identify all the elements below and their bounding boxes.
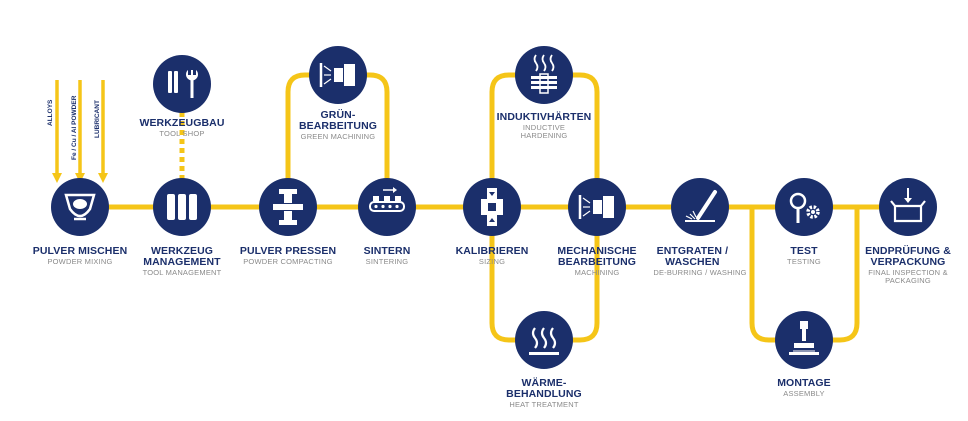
- step-subtitle: POWDER COMPACTING: [243, 257, 333, 267]
- step-title: WERKZEUG MANAGEMENT: [143, 245, 221, 269]
- step-subtitle: SIZING: [478, 257, 506, 267]
- step-waermebehandlung: WÄRME- BEHANDLUNG HEAT TREATMENT: [502, 377, 586, 410]
- step-subtitle: TOOL SHOP: [159, 129, 205, 139]
- step-mechanische-bearbeitung: MECHANISCHE BEARBEITUNG MACHINING: [555, 245, 639, 278]
- step-pulver-pressen: PULVER PRESSEN POWDER COMPACTING: [239, 245, 337, 267]
- magnifier-gear-icon: [775, 178, 833, 236]
- step-title: ENTGRATEN / WASCHEN: [656, 245, 729, 269]
- step-title: KALIBRIEREN: [455, 245, 529, 257]
- step-test: TEST TESTING: [787, 245, 821, 267]
- step-title: MECHANISCHE BEARBEITUNG: [557, 245, 637, 269]
- input-label-lubricant: LUBRICANT: [94, 100, 101, 138]
- step-subtitle: DE-BURRING / WASHING: [653, 268, 747, 278]
- wrench-icon: [153, 55, 211, 113]
- step-title: WERKZEUGBAU: [139, 117, 225, 129]
- input-label-powder: Fe / Cu / Al POWDER: [71, 95, 78, 160]
- step-montage: MONTAGE ASSEMBLY: [777, 377, 831, 399]
- press-icon: [259, 178, 317, 236]
- heat-waves-icon: [515, 311, 573, 369]
- step-title: GRÜN- BEARBEITUNG: [298, 109, 378, 133]
- step-title: WÄRME- BEHANDLUNG: [506, 377, 582, 401]
- step-pulver-mischen: PULVER MISCHEN POWDER MIXING: [32, 245, 128, 267]
- step-induktivhaerten: INDUKTIVHÄRTEN INDUCTIVE HARDENING: [496, 111, 592, 140]
- step-subtitle: FINAL INSPECTION & PACKAGING: [868, 268, 948, 285]
- calibration-icon: [463, 178, 521, 236]
- step-title: SINTERN: [363, 245, 411, 257]
- step-sintern: SINTERN SINTERING: [363, 245, 411, 267]
- lathe-icon: [568, 178, 626, 236]
- input-label-alloys: ALLOYS: [47, 99, 54, 126]
- step-subtitle: POWDER MIXING: [47, 257, 113, 267]
- step-gruen-bearbeitung: GRÜN- BEARBEITUNG GREEN MACHINING: [296, 109, 380, 142]
- step-title: INDUKTIVHÄRTEN: [496, 111, 592, 123]
- assembly-press-icon: [775, 311, 833, 369]
- step-subtitle: SINTERING: [365, 257, 409, 267]
- mixer-icon: [51, 178, 109, 236]
- step-kalibrieren: KALIBRIEREN SIZING: [455, 245, 529, 267]
- step-subtitle: TESTING: [787, 257, 821, 267]
- step-subtitle: MACHINING: [574, 268, 620, 278]
- step-title: PULVER MISCHEN: [32, 245, 128, 257]
- step-subtitle: GREEN MACHINING: [300, 132, 376, 142]
- step-werkzeug-management: WERKZEUG MANAGEMENT TOOL MANAGEMENT: [136, 245, 228, 278]
- box-icon: [879, 178, 937, 236]
- step-subtitle: HEAT TREATMENT: [509, 400, 579, 410]
- step-title: TEST: [790, 245, 818, 257]
- step-subtitle: INDUCTIVE HARDENING: [520, 123, 568, 140]
- tool-rack-icon: [153, 178, 211, 236]
- step-subtitle: ASSEMBLY: [783, 389, 825, 399]
- step-entgraten-waschen: ENTGRATEN / WASCHEN DE-BURRING / WASHING: [653, 245, 747, 278]
- step-title: MONTAGE: [777, 377, 831, 389]
- step-title: PULVER PRESSEN: [239, 245, 337, 257]
- deburring-tool-icon: [671, 178, 729, 236]
- lathe-icon: [309, 46, 367, 104]
- induction-coil-icon: [515, 46, 573, 104]
- step-endpruefung-verpackung: ENDPRÜFUNG & VERPACKUNG FINAL INSPECTION…: [860, 245, 956, 285]
- step-subtitle: TOOL MANAGEMENT: [142, 268, 222, 278]
- conveyor-icon: [358, 178, 416, 236]
- step-title: ENDPRÜFUNG & VERPACKUNG: [865, 245, 951, 269]
- step-werkzeugbau: WERKZEUGBAU TOOL SHOP: [139, 117, 225, 139]
